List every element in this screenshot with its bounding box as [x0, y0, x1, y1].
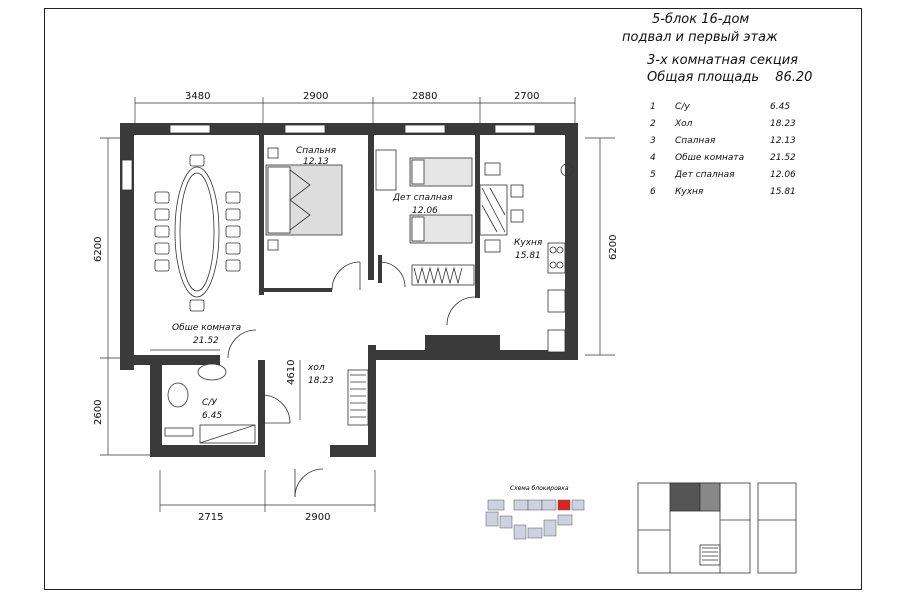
- room-name-bedroom: Спальня: [296, 146, 337, 156]
- title-block-line3: 3-х комнатная секция: [647, 53, 798, 68]
- dim-top-3: 2880: [412, 91, 437, 102]
- room-name-hall: хол: [307, 363, 325, 373]
- dim-left-top: 6200: [93, 237, 104, 262]
- key-plan: Схема блокировка: [485, 485, 585, 540]
- total-area-caption: Общая площадь: [647, 70, 760, 85]
- room-area-bedroom: 12.13: [303, 157, 329, 167]
- dining-table: [150, 154, 241, 351]
- key-plan-label: Схема блокировка: [510, 485, 569, 492]
- drawing-frame: [44, 8, 862, 590]
- total-area-label: Общая площадь 86.20: [647, 70, 812, 85]
- dim-inner-4610: 4610: [286, 360, 297, 385]
- dim-top-2: 2900: [303, 91, 328, 102]
- room-area-kids: 12.06: [412, 206, 438, 216]
- room-name-kids: Дет спалная: [392, 193, 453, 203]
- walls: [120, 123, 578, 457]
- double-bed: [265, 147, 343, 251]
- kids-beds: [375, 149, 475, 286]
- doors: [227, 261, 476, 498]
- room-name-kitchen: Кухня: [514, 238, 543, 248]
- windows: [121, 124, 536, 191]
- dim-bottom-2: 2900: [305, 512, 330, 523]
- room-name-living: Обше комната: [172, 323, 241, 333]
- dim-right: 6200: [608, 235, 619, 260]
- room-name-bathroom: С/У: [202, 398, 217, 408]
- dim-left-bottom: 2600: [93, 400, 104, 425]
- floor-fragment-plan: [637, 482, 797, 574]
- dim-bottom-1: 2715: [198, 512, 223, 523]
- room-area-hall: 18.23: [308, 376, 334, 386]
- dim-top-1: 3480: [185, 91, 210, 102]
- room-area-kitchen: 15.81: [515, 251, 541, 261]
- room-area-bathroom: 6.45: [202, 411, 222, 421]
- bathroom-fixtures: [164, 363, 256, 444]
- title-block-line2: подвал и первый этаж: [622, 30, 778, 45]
- wardrobe: [347, 369, 369, 426]
- title-block-line1: 5-блок 16-дом: [652, 12, 750, 27]
- kitchen-furniture: [479, 162, 574, 353]
- room-area-living: 21.52: [193, 336, 219, 346]
- dim-top-4: 2700: [514, 91, 539, 102]
- total-area-value: 86.20: [775, 70, 813, 85]
